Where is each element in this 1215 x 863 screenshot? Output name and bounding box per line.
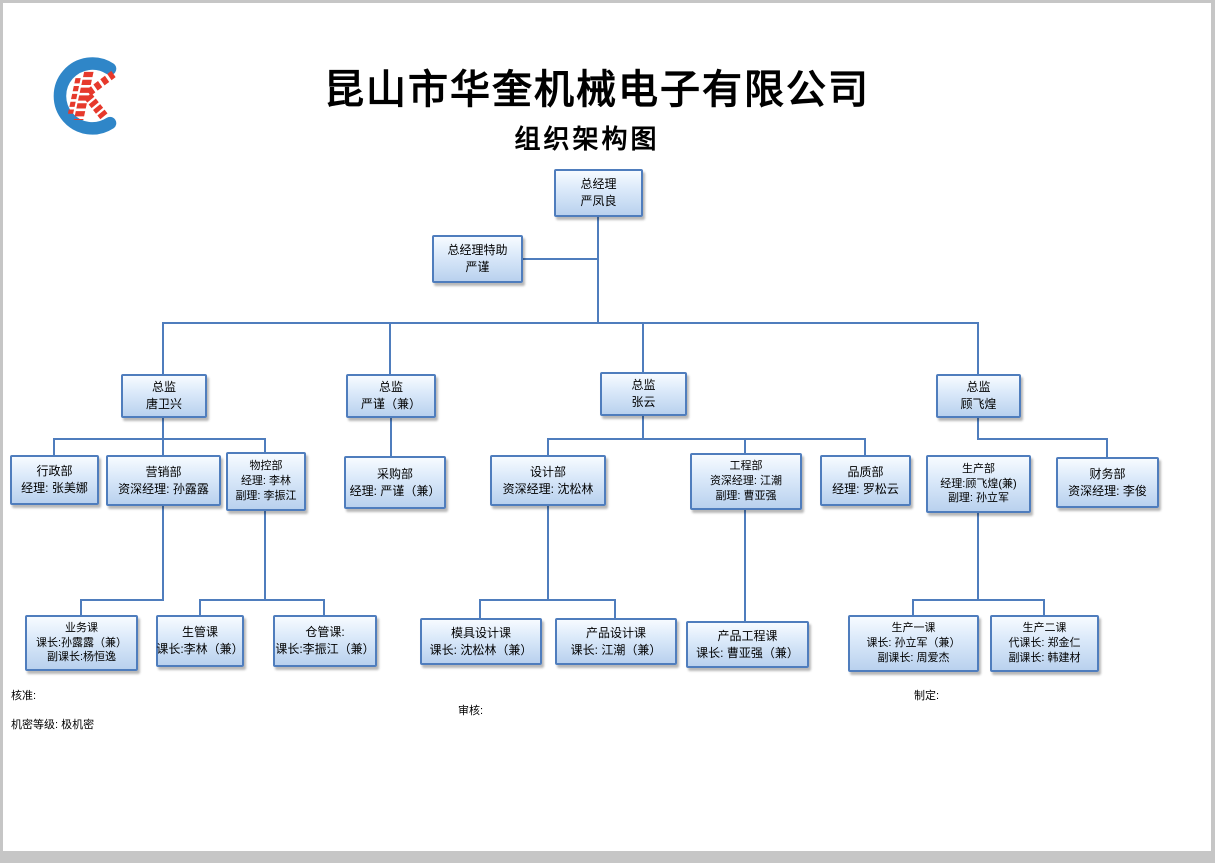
- connector-top-tree: [162, 217, 979, 374]
- connector-director3-tree: [547, 416, 866, 455]
- org-node-dept-admin: 行政部 经理: 张美娜: [10, 455, 99, 505]
- node-title: 业务课: [65, 621, 98, 634]
- node-title: 物控部: [249, 460, 283, 473]
- node-person: 经理: 李林: [240, 475, 292, 488]
- org-node-director-yanjin: 总监 严谨（兼）: [346, 374, 436, 418]
- node-title: 总经理特助: [447, 243, 508, 258]
- node-person: 代课长: 郑金仁: [1008, 637, 1081, 650]
- org-node-sec-production-1: 生产一课 课长: 孙立军（兼） 副课长: 周爱杰: [848, 615, 979, 672]
- review-label: 审核:: [458, 705, 484, 717]
- node-title: 行政部: [36, 464, 73, 479]
- secrecy-level-label: 机密等级: 极机密: [11, 719, 95, 731]
- node-person: 资深经理: 江潮: [709, 475, 783, 488]
- node-person: 课长:李振江（兼）: [275, 642, 375, 656]
- org-node-dept-finance: 财务部 资深经理: 李俊: [1056, 457, 1159, 508]
- org-node-dept-quality: 品质部 经理: 罗松云: [820, 455, 911, 506]
- node-person: 课长: 孙立军（兼）: [866, 637, 961, 650]
- connector-production-sections: [912, 512, 1045, 615]
- node-person: 顾飞煌: [960, 397, 997, 411]
- node-person: 资深经理: 沈松林: [502, 481, 594, 496]
- node-title: 总监: [966, 380, 991, 395]
- connector-design-sections: [479, 505, 616, 618]
- node-title: 营销部: [145, 464, 182, 479]
- org-node-sec-mold-design: 模具设计课 课长: 沈松林（兼）: [420, 618, 542, 665]
- org-node-dept-material-control: 物控部 经理: 李林 副理: 李振江: [226, 452, 306, 511]
- org-node-gm-special-assistant: 总经理特助 严谨: [432, 235, 523, 283]
- node-title: 品质部: [847, 464, 884, 479]
- org-node-director-gufeihuang: 总监 顾飞煌: [936, 374, 1021, 418]
- node-person: 经理: 罗松云: [832, 481, 899, 496]
- node-title: 产品工程课: [717, 628, 778, 643]
- node-title: 仓管课:: [305, 625, 345, 640]
- node-deputy: 副课长: 韩建材: [1008, 651, 1081, 664]
- node-deputy: 副理: 孙立军: [947, 492, 1010, 505]
- node-title: 产品设计课: [585, 625, 646, 640]
- node-person: 经理: 张美娜: [21, 481, 88, 495]
- connector-director4-tree: [977, 418, 1108, 457]
- connector-material-sections: [199, 510, 325, 615]
- company-logo-icon: [41, 51, 133, 143]
- node-person: 经理:顾飞煌(兼): [940, 477, 1017, 490]
- node-title: 总经理: [580, 177, 617, 192]
- node-person: 严谨: [465, 260, 490, 274]
- org-node-director-zhangyun: 总监 张云: [600, 372, 687, 416]
- org-node-sec-business: 业务课 课长:孙露露（兼） 副课长:杨恒逸: [25, 615, 138, 671]
- node-title: 采购部: [376, 466, 413, 481]
- node-title: 总监: [151, 380, 176, 395]
- node-title: 生管课: [181, 625, 218, 640]
- company-name-title: 昆山市华奎机械电子有限公司: [324, 67, 870, 112]
- node-deputy: 副理: 曹亚强: [715, 489, 777, 502]
- node-person: 资深经理: 孙露露: [118, 481, 209, 496]
- org-node-sec-warehouse: 仓管课: 课长:李振江（兼）: [273, 615, 377, 667]
- node-title: 总监: [631, 378, 656, 393]
- org-node-general-manager: 总经理 严凤良: [554, 169, 643, 217]
- org-node-dept-marketing: 营销部 资深经理: 孙露露: [106, 455, 221, 506]
- approve-label: 核准:: [11, 690, 37, 702]
- node-person: 严凤良: [580, 194, 617, 208]
- org-node-sec-product-design: 产品设计课 课长: 江潮（兼）: [555, 618, 677, 665]
- node-title: 总监: [378, 380, 403, 395]
- node-person: 课长: 沈松林（兼）: [429, 642, 533, 657]
- org-node-sec-production-2: 生产二课 代课长: 郑金仁 副课长: 韩建材: [990, 615, 1099, 672]
- document-page: 昆山市华奎机械电子有限公司 组织架构图 总经理 严凤良 总经理特助 严谨 总监 …: [3, 3, 1211, 851]
- node-deputy: 副课长: 周爱杰: [877, 651, 950, 664]
- node-person: 资深经理: 李俊: [1068, 483, 1147, 498]
- node-person: 严谨（兼）: [360, 397, 421, 411]
- draft-label: 制定:: [914, 690, 940, 702]
- node-title: 生产一课: [891, 622, 936, 635]
- connector-marketing-sections: [80, 505, 164, 615]
- node-title: 模具设计课: [450, 625, 511, 640]
- node-deputy: 副理: 李振江: [235, 489, 297, 502]
- node-person: 张云: [631, 395, 656, 409]
- node-person: 课长: 江潮（兼）: [570, 642, 662, 657]
- node-title: 生产部: [962, 462, 995, 475]
- node-person: 唐卫兴: [145, 397, 182, 411]
- org-node-dept-production: 生产部 经理:顾飞煌(兼) 副理: 孙立军: [926, 455, 1031, 513]
- chart-title: 组织架构图: [514, 125, 660, 154]
- node-person: 课长: 曹亚强（兼）: [696, 645, 799, 660]
- node-title: 生产二课: [1022, 622, 1067, 635]
- org-node-dept-design: 设计部 资深经理: 沈松林: [490, 455, 606, 506]
- org-node-dept-purchasing: 采购部 经理: 严谨（兼）: [344, 456, 446, 509]
- org-node-dept-engineering: 工程部 资深经理: 江潮 副理: 曹亚强: [690, 453, 802, 510]
- connector-director1-tree: [53, 418, 266, 455]
- node-title: 工程部: [729, 460, 763, 473]
- node-person: 课长:李林（兼）: [156, 642, 244, 656]
- org-node-director-tangweixing: 总监 唐卫兴: [121, 374, 207, 418]
- node-person: 经理: 严谨（兼）: [349, 483, 441, 498]
- node-person: 课长:孙露露（兼）: [35, 636, 128, 649]
- org-node-sec-production-mgmt: 生管课 课长:李林（兼）: [156, 615, 244, 667]
- node-deputy: 副课长:杨恒逸: [46, 651, 117, 664]
- org-node-sec-product-engineering: 产品工程课 课长: 曹亚强（兼）: [686, 621, 809, 668]
- node-title: 设计部: [529, 464, 566, 479]
- node-title: 财务部: [1089, 466, 1126, 481]
